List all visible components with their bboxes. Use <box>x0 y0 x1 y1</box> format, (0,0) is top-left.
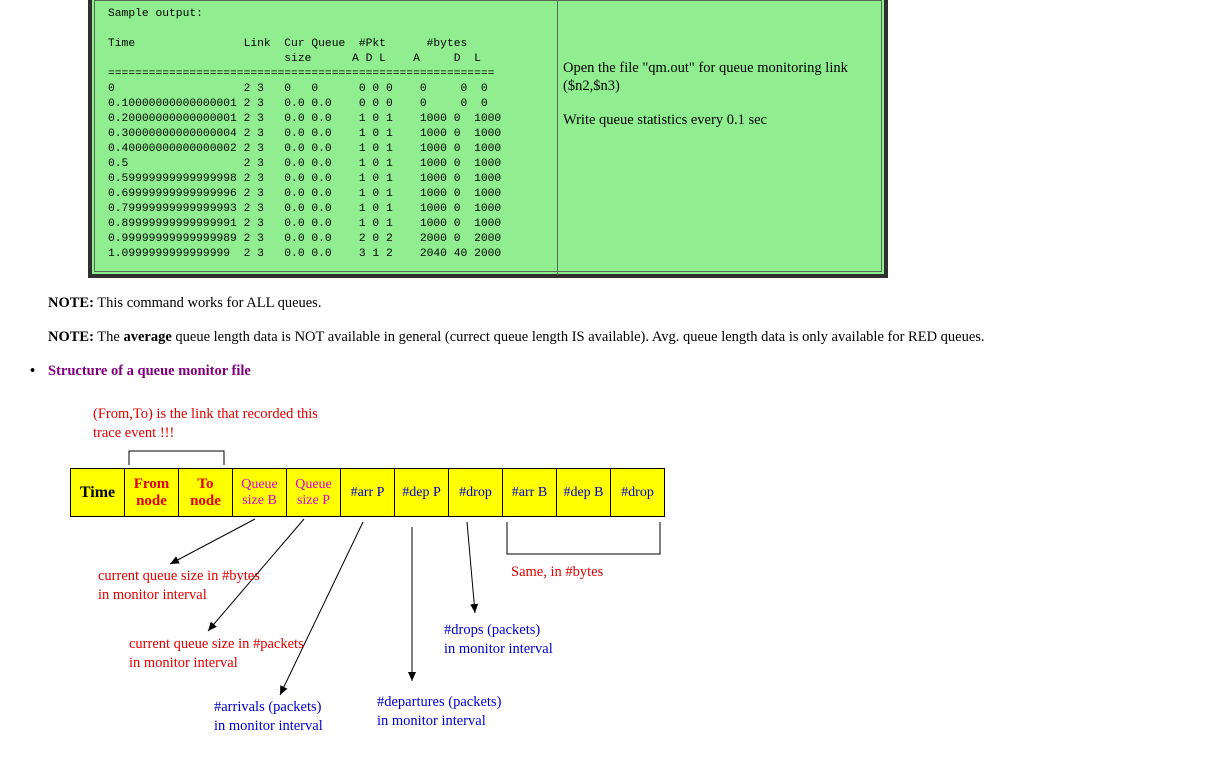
bullet-list: • Structure of a queue monitor file <box>30 363 251 380</box>
bullet-dot-icon: • <box>30 363 36 379</box>
sample-output-box: Sample output: Time Link Cur Queue #Pkt … <box>88 0 888 278</box>
field-drop-p: #drop <box>448 468 503 517</box>
field-arr-b: #arr B <box>502 468 557 517</box>
note-bold-word: average <box>123 329 172 345</box>
sample-output-inner: Sample output: Time Link Cur Queue #Pkt … <box>94 0 883 275</box>
field-arr-p: #arr P <box>340 468 395 517</box>
side-notes: Open the file "qm.out" for queue monitor… <box>563 59 883 145</box>
side-note-file: Open the file "qm.out" for queue monitor… <box>563 60 848 94</box>
label-queue-bytes: current queue size in #bytes in monitor … <box>98 568 260 603</box>
caption-line: (From,To) is the link that recorded this <box>93 406 318 422</box>
arrow-queue-bytes <box>169 518 256 565</box>
arrow-arrivals <box>279 521 364 696</box>
note-text: This command works for ALL queues. <box>93 295 322 311</box>
field-dep-b: #dep B <box>556 468 611 517</box>
fromto-caption: (From,To) is the link that recorded this… <box>93 405 318 443</box>
note-all-queues: NOTE: This command works for ALL queues. <box>48 295 321 312</box>
sample-output-code: Sample output: Time Link Cur Queue #Pkt … <box>108 8 502 260</box>
arrow-drops <box>466 521 479 614</box>
arrow-queue-packets <box>207 518 305 632</box>
field-dep-p: #dep P <box>394 468 449 517</box>
note-label: NOTE: <box>48 329 94 345</box>
label-drops: #drops (packets) in monitor interval <box>444 622 553 657</box>
label-same-bytes: Same, in #bytes <box>511 564 604 580</box>
note-text: The <box>93 329 124 345</box>
note-label: NOTE: <box>48 295 94 311</box>
field-drop-b: #drop <box>610 468 665 517</box>
field-time: Time <box>70 468 125 517</box>
list-item: • Structure of a queue monitor file <box>30 363 251 380</box>
caption-line: trace event !!! <box>93 425 175 441</box>
note-average-queue: NOTE: The average queue length data is N… <box>48 329 985 346</box>
column-divider <box>557 1 558 275</box>
label-departures: #departures (packets) in monitor interva… <box>377 694 502 729</box>
label-arrivals: #arrivals (packets) in monitor interval <box>214 699 323 734</box>
bytes-bracket <box>506 522 661 555</box>
fromto-bracket <box>128 450 225 465</box>
side-note-interval: Write queue statistics every 0.1 sec <box>563 112 767 128</box>
label-queue-packets: current queue size in #packets in monito… <box>129 636 304 671</box>
structure-link[interactable]: Structure of a queue monitor file <box>48 363 251 379</box>
note-text: queue length data is NOT available in ge… <box>171 329 985 345</box>
